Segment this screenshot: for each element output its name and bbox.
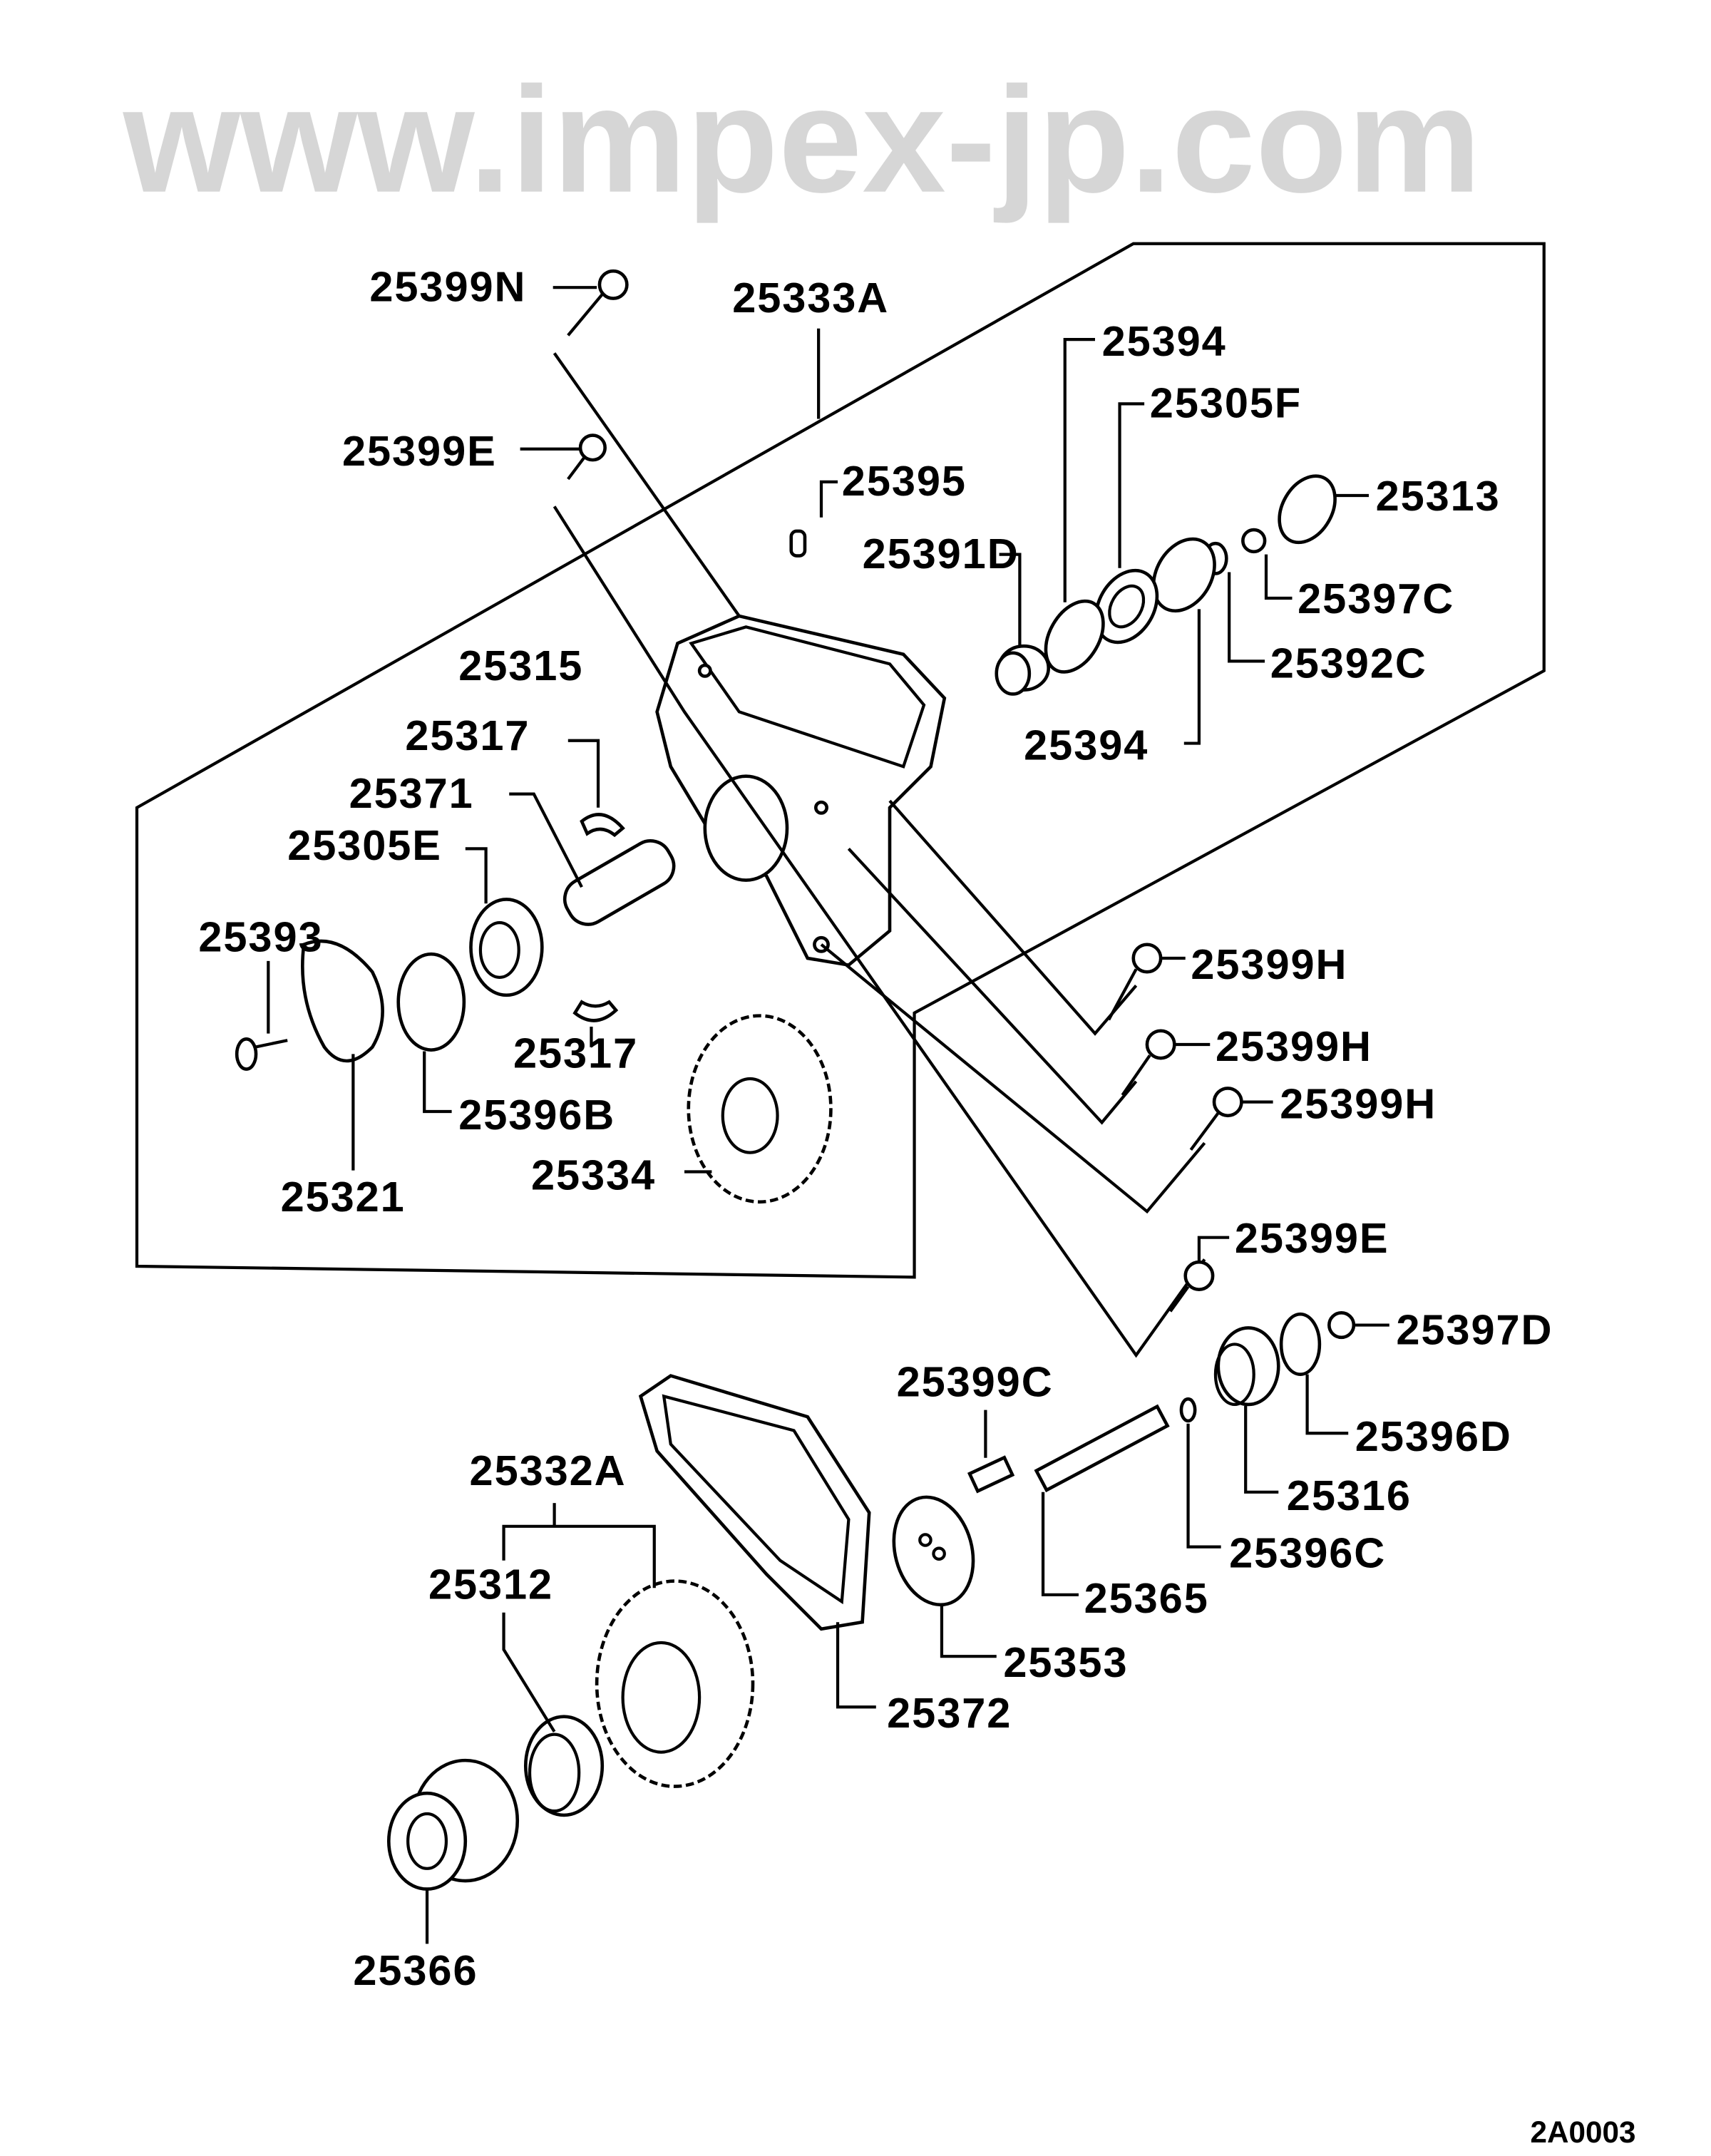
label-25399H-2: 25399H <box>1216 1022 1372 1070</box>
label-25332A: 25332A <box>470 1447 627 1494</box>
label-25313: 25313 <box>1376 472 1501 520</box>
shaft-25365 <box>1034 1404 1170 1493</box>
label-25399H-3: 25399H <box>1280 1080 1437 1128</box>
nut-25397D <box>1327 1310 1356 1340</box>
bolt-25399C <box>967 1455 1015 1494</box>
leader-25399H-axis3 <box>820 943 1206 1214</box>
bearing-25305F <box>1094 568 1159 645</box>
leader-25394-top <box>1063 338 1095 602</box>
bolt-25399H-3 <box>1189 1087 1243 1151</box>
assembly-frame <box>135 242 1546 1279</box>
leader-25399E-low <box>1197 1236 1230 1263</box>
drawing-code: 2A0003 <box>1531 2115 1636 2149</box>
leader-25317-top <box>567 739 600 808</box>
bushing-25312 <box>523 1715 605 1817</box>
bushing-25391D <box>995 644 1051 696</box>
leader-25394-low <box>1183 609 1201 745</box>
label-25396B: 25396B <box>458 1091 615 1139</box>
label-25316: 25316 <box>1287 1472 1412 1519</box>
bolt-25399H-1 <box>1107 943 1163 1021</box>
leader-25392C <box>1228 572 1265 663</box>
leader-25399E-axis <box>553 505 1206 1358</box>
bolt-25399N <box>567 269 629 337</box>
label-25399E-top: 25399E <box>342 427 497 475</box>
gear-25334 <box>687 1014 833 1204</box>
leader-25305E <box>465 847 488 904</box>
label-25397C: 25397C <box>1298 575 1454 622</box>
bolt-25399E-top <box>567 433 607 481</box>
label-25305E: 25305E <box>287 821 442 869</box>
key-25317-low <box>572 1000 619 1022</box>
leader-25305F <box>1118 402 1145 568</box>
label-25315: 25315 <box>458 642 583 689</box>
label-25395: 25395 <box>842 457 967 505</box>
leader-25372 <box>836 1622 876 1709</box>
snap-ring-25394 <box>1151 537 1216 613</box>
label-25393: 25393 <box>198 913 323 960</box>
key-25317-top <box>580 813 625 838</box>
label-25321: 25321 <box>281 1173 406 1221</box>
oring-25396D <box>1279 1312 1322 1376</box>
leader-25399H-axis <box>888 799 1138 1036</box>
watermark: www.impex-jp.com <box>123 56 1481 224</box>
sleeve-25316 <box>1213 1326 1280 1407</box>
bolt-25399H-2 <box>1121 1029 1176 1097</box>
label-25396D: 25396D <box>1355 1412 1512 1460</box>
plate-25353 <box>892 1495 975 1607</box>
leader-25396D <box>1305 1374 1349 1435</box>
label-25317-top: 25317 <box>405 712 530 759</box>
leader-25316 <box>1244 1405 1279 1494</box>
leader-25332A <box>502 1524 656 1588</box>
oring-25396B <box>396 952 466 1052</box>
leader-25397C <box>1264 554 1293 600</box>
leader-25396C <box>1186 1423 1221 1549</box>
label-25394-top: 25394 <box>1102 317 1227 365</box>
hub-25366 <box>386 1758 520 1891</box>
seal-25313 <box>1278 474 1337 545</box>
leader-25395 <box>819 480 838 518</box>
snap-ring-25394-top <box>1044 599 1105 674</box>
label-25366: 25366 <box>353 1946 478 1994</box>
leader-25371 <box>509 792 583 888</box>
label-25371: 25371 <box>349 769 474 817</box>
label-25394-low: 25394 <box>1024 722 1149 769</box>
cover-25321 <box>301 939 384 1063</box>
label-25399E-low: 25399E <box>1235 1214 1389 1262</box>
leader-25365 <box>1041 1492 1079 1596</box>
leader-25399N-axis <box>553 352 741 617</box>
leader-25312 <box>502 1612 556 1732</box>
label-25353: 25353 <box>1003 1638 1128 1686</box>
label-25399N: 25399N <box>369 262 526 310</box>
shaft-25371 <box>562 839 676 926</box>
label-25365: 25365 <box>1084 1574 1209 1622</box>
label-25392C: 25392C <box>1270 639 1427 687</box>
nut-25397C <box>1241 528 1267 554</box>
case-housing <box>655 614 947 967</box>
label-25317-low: 25317 <box>513 1030 638 1077</box>
label-25334: 25334 <box>531 1151 656 1198</box>
label-25333A: 25333A <box>732 274 889 322</box>
leader-25396B <box>423 1051 452 1114</box>
label-25372: 25372 <box>887 1689 1012 1737</box>
label-25312: 25312 <box>428 1561 553 1608</box>
label-25391D: 25391D <box>863 530 1019 578</box>
leader-25399H-axis2 <box>847 847 1138 1125</box>
screw-25393 <box>235 1037 288 1071</box>
label-25305F: 25305F <box>1150 379 1302 427</box>
leader-25353 <box>940 1604 997 1658</box>
label-25399H-1: 25399H <box>1191 940 1347 988</box>
pin-25395 <box>789 529 807 558</box>
label-25397D: 25397D <box>1396 1305 1553 1353</box>
bearing-25305E <box>469 898 544 997</box>
gasket-25372 <box>638 1374 871 1631</box>
bolt-25399E-low <box>1168 1260 1215 1313</box>
label-25396C: 25396C <box>1229 1529 1386 1576</box>
leader-25391D <box>999 553 1022 647</box>
gear-25332A <box>595 1579 755 1788</box>
oring-25396C <box>1179 1397 1197 1423</box>
label-25399C: 25399C <box>897 1357 1054 1405</box>
